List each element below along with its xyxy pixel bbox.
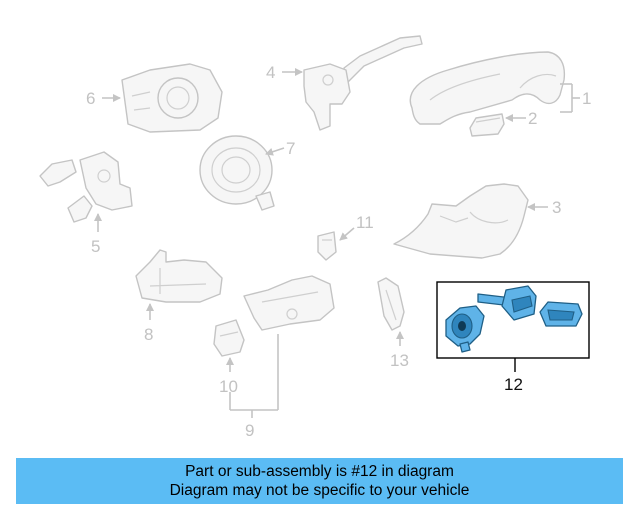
part-12-key — [477, 285, 537, 321]
callout-11: 11 — [356, 213, 374, 232]
callout-9-leader — [229, 334, 279, 418]
part-10-module[interactable] — [213, 319, 245, 357]
banner-line-1: Part or sub-assembly is #12 in diagram — [185, 463, 454, 480]
callout-6: 6 — [86, 89, 95, 108]
part-2-clip[interactable] — [469, 113, 505, 137]
part-8-lock-housing[interactable] — [135, 249, 223, 303]
part-9-column-bracket[interactable] — [243, 275, 335, 331]
part-11-bracket[interactable] — [317, 231, 337, 261]
callout-4: 4 — [266, 63, 275, 82]
part-3-lower-shroud[interactable] — [393, 183, 529, 259]
callout-7-leader — [265, 147, 285, 156]
callout-5: 5 — [91, 237, 100, 256]
info-banner: Part or sub-assembly is #12 in diagram D… — [16, 458, 623, 504]
banner-line-2: Diagram may not be specific to your vehi… — [169, 482, 470, 499]
part-5-lever-assembly[interactable] — [39, 151, 133, 223]
part-7-clock-spring[interactable] — [199, 135, 275, 211]
part-4-lever-switch[interactable] — [303, 35, 423, 131]
callout-7: 7 — [286, 139, 295, 158]
callout-10: 10 — [219, 377, 238, 396]
callout-13: 13 — [390, 351, 409, 370]
callout-12: 12 — [504, 375, 523, 394]
part-12-fob — [539, 301, 583, 327]
callout-8: 8 — [144, 325, 153, 344]
callout-3: 3 — [552, 198, 561, 217]
part-1-upper-shroud[interactable] — [409, 51, 566, 125]
callout-11-leader — [339, 227, 355, 241]
part-6-switch-assembly[interactable] — [121, 63, 223, 133]
callout-2: 2 — [528, 109, 537, 128]
callout-1-leader — [560, 83, 580, 113]
part-12-lock-cylinder-set[interactable] — [436, 281, 590, 372]
part-13-key-cover[interactable] — [377, 277, 405, 331]
callout-9: 9 — [245, 421, 254, 440]
part-12-cylinder — [445, 305, 485, 353]
callout-1: 1 — [582, 89, 591, 108]
